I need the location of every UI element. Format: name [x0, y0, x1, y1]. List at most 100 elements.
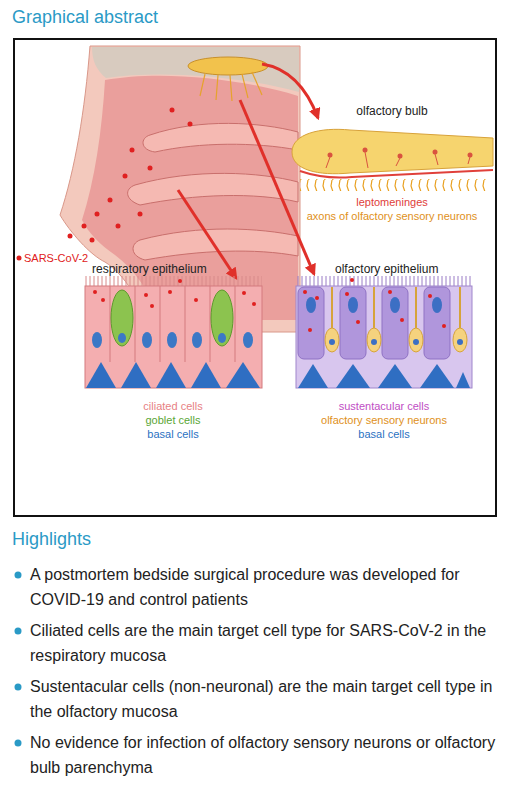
bullet-dots: [15, 572, 22, 747]
highlight-text: Ciliated cells are the main target cell …: [30, 618, 500, 668]
olfactory-epithelium-drawing-part-part: [442, 324, 446, 328]
olfactory-epithelium-drawing-part-part: [378, 364, 412, 388]
respiratory-epithelium-drawing-part: [85, 276, 262, 286]
virus-particles-part: [82, 224, 87, 229]
respiratory-epithelium-drawing-part-part: [243, 332, 253, 348]
olfactory-epithelium-drawing-part-part: [432, 297, 442, 313]
olfactory-epithelium-drawing-part-part: [409, 328, 423, 352]
olfactory-epithelium-drawing-part-part: [373, 287, 375, 328]
nasal-cavity-part-part: [216, 75, 218, 100]
respiratory-epithelium-drawing-part-part: [135, 286, 136, 362]
olfactory-bulb-drawing-part: [326, 152, 470, 168]
respiratory-epithelium-drawing-part-part: [235, 286, 236, 362]
nasal-cavity-part-part: [200, 74, 205, 96]
olfactory-epithelium-drawing-part-part: [350, 278, 354, 282]
respiratory-epithelium-drawing-part-part: [118, 333, 126, 343]
olfactory-epithelium-drawing-part-part: [400, 318, 404, 322]
virus-particles-part: [170, 108, 175, 113]
olfactory-bulb-drawing-part-part: [396, 158, 400, 166]
olfactory-bulb-drawing-part-part: [468, 153, 473, 158]
olfactory-bulb-drawing: [292, 129, 493, 191]
respiratory-epithelium-drawing-part-part: [194, 298, 198, 302]
panel-heading: respiratory epithelium: [92, 262, 207, 276]
respiratory-epithelium-drawing-part: [110, 286, 235, 362]
olfactory-epithelium-drawing-part-part: [382, 287, 408, 359]
highlight-text: A postmortem bedside surgical procedure …: [30, 562, 500, 612]
olfactory-epithelium-drawing-part-part: [453, 328, 467, 352]
olfactory-epithelium-drawing-part: [303, 278, 446, 332]
part-label-slot: axons of olfactory sensory neurons: [307, 210, 478, 223]
part-label: axons of olfactory sensory neurons: [307, 210, 478, 223]
olfactory-epithelium-drawing-part-part: [306, 297, 316, 313]
respiratory-epithelium-drawing: [85, 276, 262, 388]
respiratory-epithelium-drawing-part-part: [226, 362, 260, 388]
panel-heading-slot: respiratory epithelium: [92, 262, 207, 276]
olfactory-bulb-drawing-part: [300, 170, 493, 177]
olfactory-epithelium-drawing-part-part: [298, 287, 324, 359]
red-arrows: [178, 64, 318, 278]
part-label: olfactory bulb: [356, 104, 427, 118]
olfactory-epithelium-drawing-part-part: [336, 364, 370, 388]
cell-label-slot: goblet cells: [145, 414, 200, 427]
virus-particles-part: [68, 234, 73, 239]
olfactory-epithelium-drawing-part-part: [331, 287, 333, 328]
olfactory-epithelium-drawing: [296, 276, 472, 388]
olfactory-epithelium-drawing-part-part: [413, 339, 419, 345]
nasal-cavity-part-part: [230, 75, 232, 101]
section-heading-slot: Highlights: [12, 528, 91, 550]
respiratory-epithelium-drawing-part-part: [242, 291, 246, 295]
respiratory-epithelium-drawing-part-part: [178, 279, 182, 283]
olfactory-epithelium-drawing-part-part: [428, 294, 432, 298]
respiratory-epithelium-drawing-part-part: [156, 362, 186, 388]
cell-label: ciliated cells: [143, 400, 202, 413]
olfactory-epithelium-drawing-part-part: [303, 290, 307, 294]
olfactory-epithelium-drawing-part-part: [415, 287, 417, 328]
virus-particles: [17, 108, 193, 261]
olfactory-bulb-drawing-part-part: [435, 154, 438, 165]
olfactory-epithelium-drawing-part-part: [329, 339, 335, 345]
nasal-cavity-part-part: [252, 72, 262, 95]
virus-particles-part: [148, 166, 153, 171]
olfactory-epithelium-drawing-part-part: [388, 290, 392, 294]
olfactory-bulb-drawing-part-part: [326, 157, 330, 168]
olfactory-bulb-drawing-part-part: [468, 157, 470, 164]
respiratory-epithelium-drawing-part: [111, 290, 133, 346]
panel-heading-slot: olfactory epithelium: [335, 262, 438, 276]
nasal-cavity-part: [92, 47, 299, 92]
highlight-text-slot: Sustentacular cells (non-neuronal) are t…: [30, 674, 500, 724]
olfactory-bulb-drawing-part-part: [363, 148, 368, 153]
respiratory-epithelium-drawing-part-part: [192, 332, 202, 348]
olfactory-epithelium-drawing-part-part: [420, 364, 454, 388]
olfactory-epithelium-drawing-part-part: [340, 287, 366, 359]
virus-label: SARS-CoV-2: [24, 252, 88, 265]
title-heading: Graphical abstract: [12, 6, 158, 28]
title-heading-slot: Graphical abstract: [12, 6, 158, 28]
cell-label: basal cells: [358, 428, 409, 441]
respiratory-epithelium-drawing-part-part: [142, 332, 152, 348]
olfactory-epithelium-drawing-part-part: [456, 372, 470, 388]
olfactory-epithelium-drawing-part: [298, 364, 470, 388]
part-label: leptomeninges: [356, 196, 428, 209]
virus-particles-part: [95, 212, 100, 217]
bullet-dots-part: [15, 628, 22, 635]
respiratory-epithelium-drawing-part-part: [101, 298, 105, 302]
cell-label-slot: basal cells: [147, 428, 198, 441]
virus-particles-part: [123, 174, 128, 179]
panel-heading: olfactory epithelium: [335, 262, 438, 276]
nasal-cavity-part: [188, 57, 268, 75]
respiratory-epithelium-drawing-part-part: [210, 286, 211, 362]
highlight-text: Sustentacular cells (non-neuronal) are t…: [30, 674, 500, 724]
olfactory-epithelium-drawing-part-part: [459, 287, 461, 328]
olfactory-epithelium-drawing-part-part: [457, 339, 463, 345]
cell-label: olfactory sensory neurons: [321, 414, 447, 427]
cell-label-slot: olfactory sensory neurons: [321, 414, 447, 427]
respiratory-epithelium-drawing-part-part: [121, 362, 151, 388]
olfactory-epithelium-drawing-part-part: [424, 287, 450, 359]
olfactory-epithelium-drawing-part-part: [356, 320, 360, 324]
highlight-text-slot: Ciliated cells are the main target cell …: [30, 618, 500, 668]
respiratory-epithelium-drawing-part: [211, 290, 233, 346]
olfactory-epithelium-drawing-part-part: [348, 297, 358, 313]
virus-particles-part: [90, 238, 95, 243]
cell-label-slot: sustentacular cells: [339, 400, 430, 413]
